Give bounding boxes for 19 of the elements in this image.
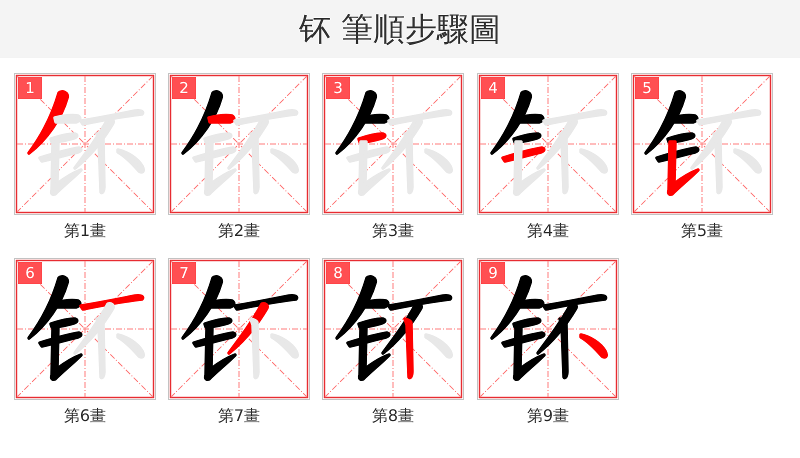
- number-badge: 8: [326, 262, 350, 284]
- step-caption: 第5畫: [680, 221, 724, 241]
- step-caption: 第2畫: [216, 221, 262, 241]
- title-bar: 钚 筆順步驟圖: [0, 0, 800, 58]
- number-badge: 7: [172, 262, 196, 284]
- step-caption: 第8畫: [370, 406, 416, 426]
- number-badge: 1: [18, 77, 42, 99]
- step-caption: 第3畫: [370, 221, 416, 241]
- number-badge: 3: [326, 77, 350, 99]
- number-badge: 9: [481, 262, 505, 284]
- number-badge: 5: [635, 77, 659, 99]
- step-caption: 第4畫: [526, 221, 570, 241]
- step-caption: 第7畫: [216, 406, 262, 426]
- number-badge: 6: [18, 262, 42, 284]
- step-caption: 第6畫: [62, 406, 108, 426]
- step-caption: 第9畫: [526, 406, 570, 426]
- number-badge: 2: [172, 77, 196, 99]
- step-caption: 第1畫: [62, 221, 108, 241]
- number-badge: 4: [481, 77, 505, 99]
